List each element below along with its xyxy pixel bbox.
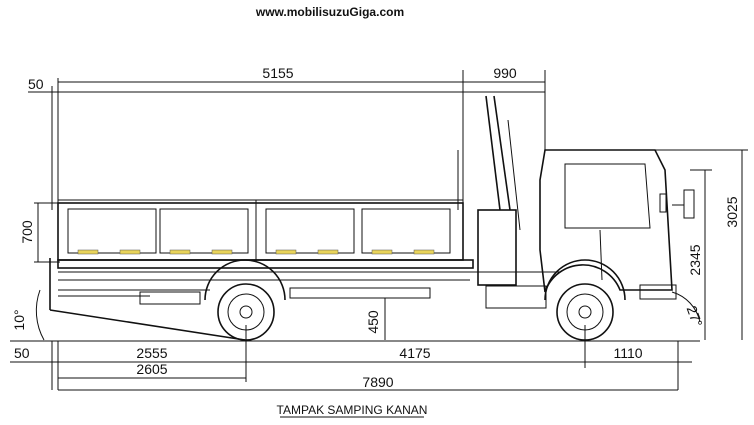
dim-crane-section: 990 (493, 65, 517, 81)
dim-front-overhang: 1110 (613, 345, 642, 361)
dimension-labels: 50 5155 990 700 10° 450 2345 3025 27° 50… (11, 65, 740, 390)
view-caption: TAMPAK SAMPING KANAN (277, 403, 428, 417)
dim-total-height: 3025 (724, 196, 740, 227)
dimension-lines (10, 70, 748, 391)
dim-front-angle: 27° (684, 304, 706, 329)
dim-rear-angle: 10° (11, 309, 27, 330)
dim-rear-overhang: 2555 (136, 345, 167, 361)
dim-deck-length: 5155 (262, 65, 293, 81)
website-header: www.mobilisuzuGiga.com (255, 5, 404, 19)
dim-rear-to-axle: 2605 (136, 361, 167, 377)
dim-wheelbase: 4175 (399, 345, 430, 361)
dim-front-overhang-top: 50 (28, 76, 44, 92)
dim-total-length: 7890 (362, 374, 393, 390)
dim-rear-offset: 50 (14, 345, 30, 361)
cab (539, 149, 695, 300)
rear-wheel (217, 283, 275, 341)
front-wheel (556, 283, 614, 341)
dim-cab-height: 2345 (687, 244, 703, 275)
reflector-strips (77, 249, 435, 255)
truck-body (49, 95, 695, 341)
dim-deck-side-height: 700 (19, 220, 35, 244)
dim-deck-floor-height: 450 (365, 310, 381, 334)
crane (457, 95, 547, 309)
